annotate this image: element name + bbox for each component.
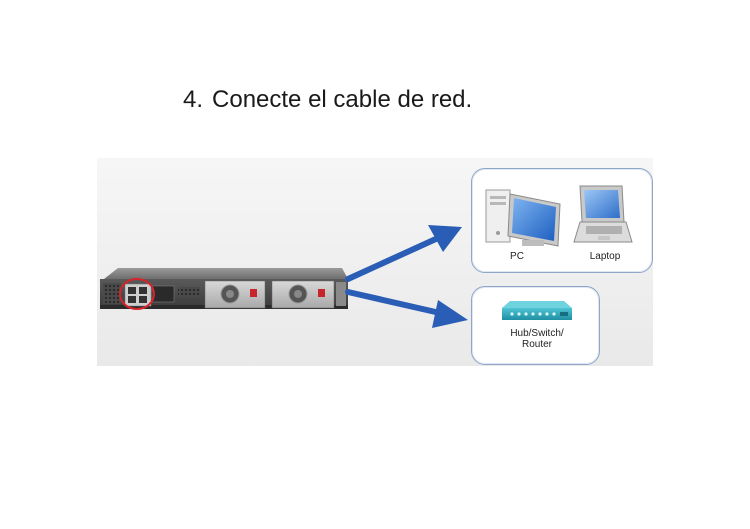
hub-label-line2: Router — [521, 339, 552, 350]
laptop-icon — [573, 185, 633, 243]
network-hub-icon — [502, 301, 572, 320]
laptop-label: Laptop — [589, 251, 621, 262]
hub-label-line1: Hub/Switch/ — [510, 328, 564, 339]
step-number: 4. — [183, 86, 204, 113]
arrow-to-computers-icon — [345, 225, 462, 282]
step-title: 4. Conecte el cable de red. — [183, 86, 472, 114]
monitor-icon — [507, 193, 561, 247]
step-text: Conecte el cable de red. — [212, 86, 473, 113]
nas-rackmount-server-icon — [100, 268, 348, 309]
arrow-to-hub-icon — [345, 289, 468, 328]
pc-label: PC — [510, 251, 524, 262]
pc-tower-icon — [485, 189, 511, 243]
lan-port-highlight-circle-icon — [119, 278, 155, 310]
hub-label: Hub/Switch/ Router — [495, 328, 579, 350]
hub-box — [471, 286, 600, 365]
